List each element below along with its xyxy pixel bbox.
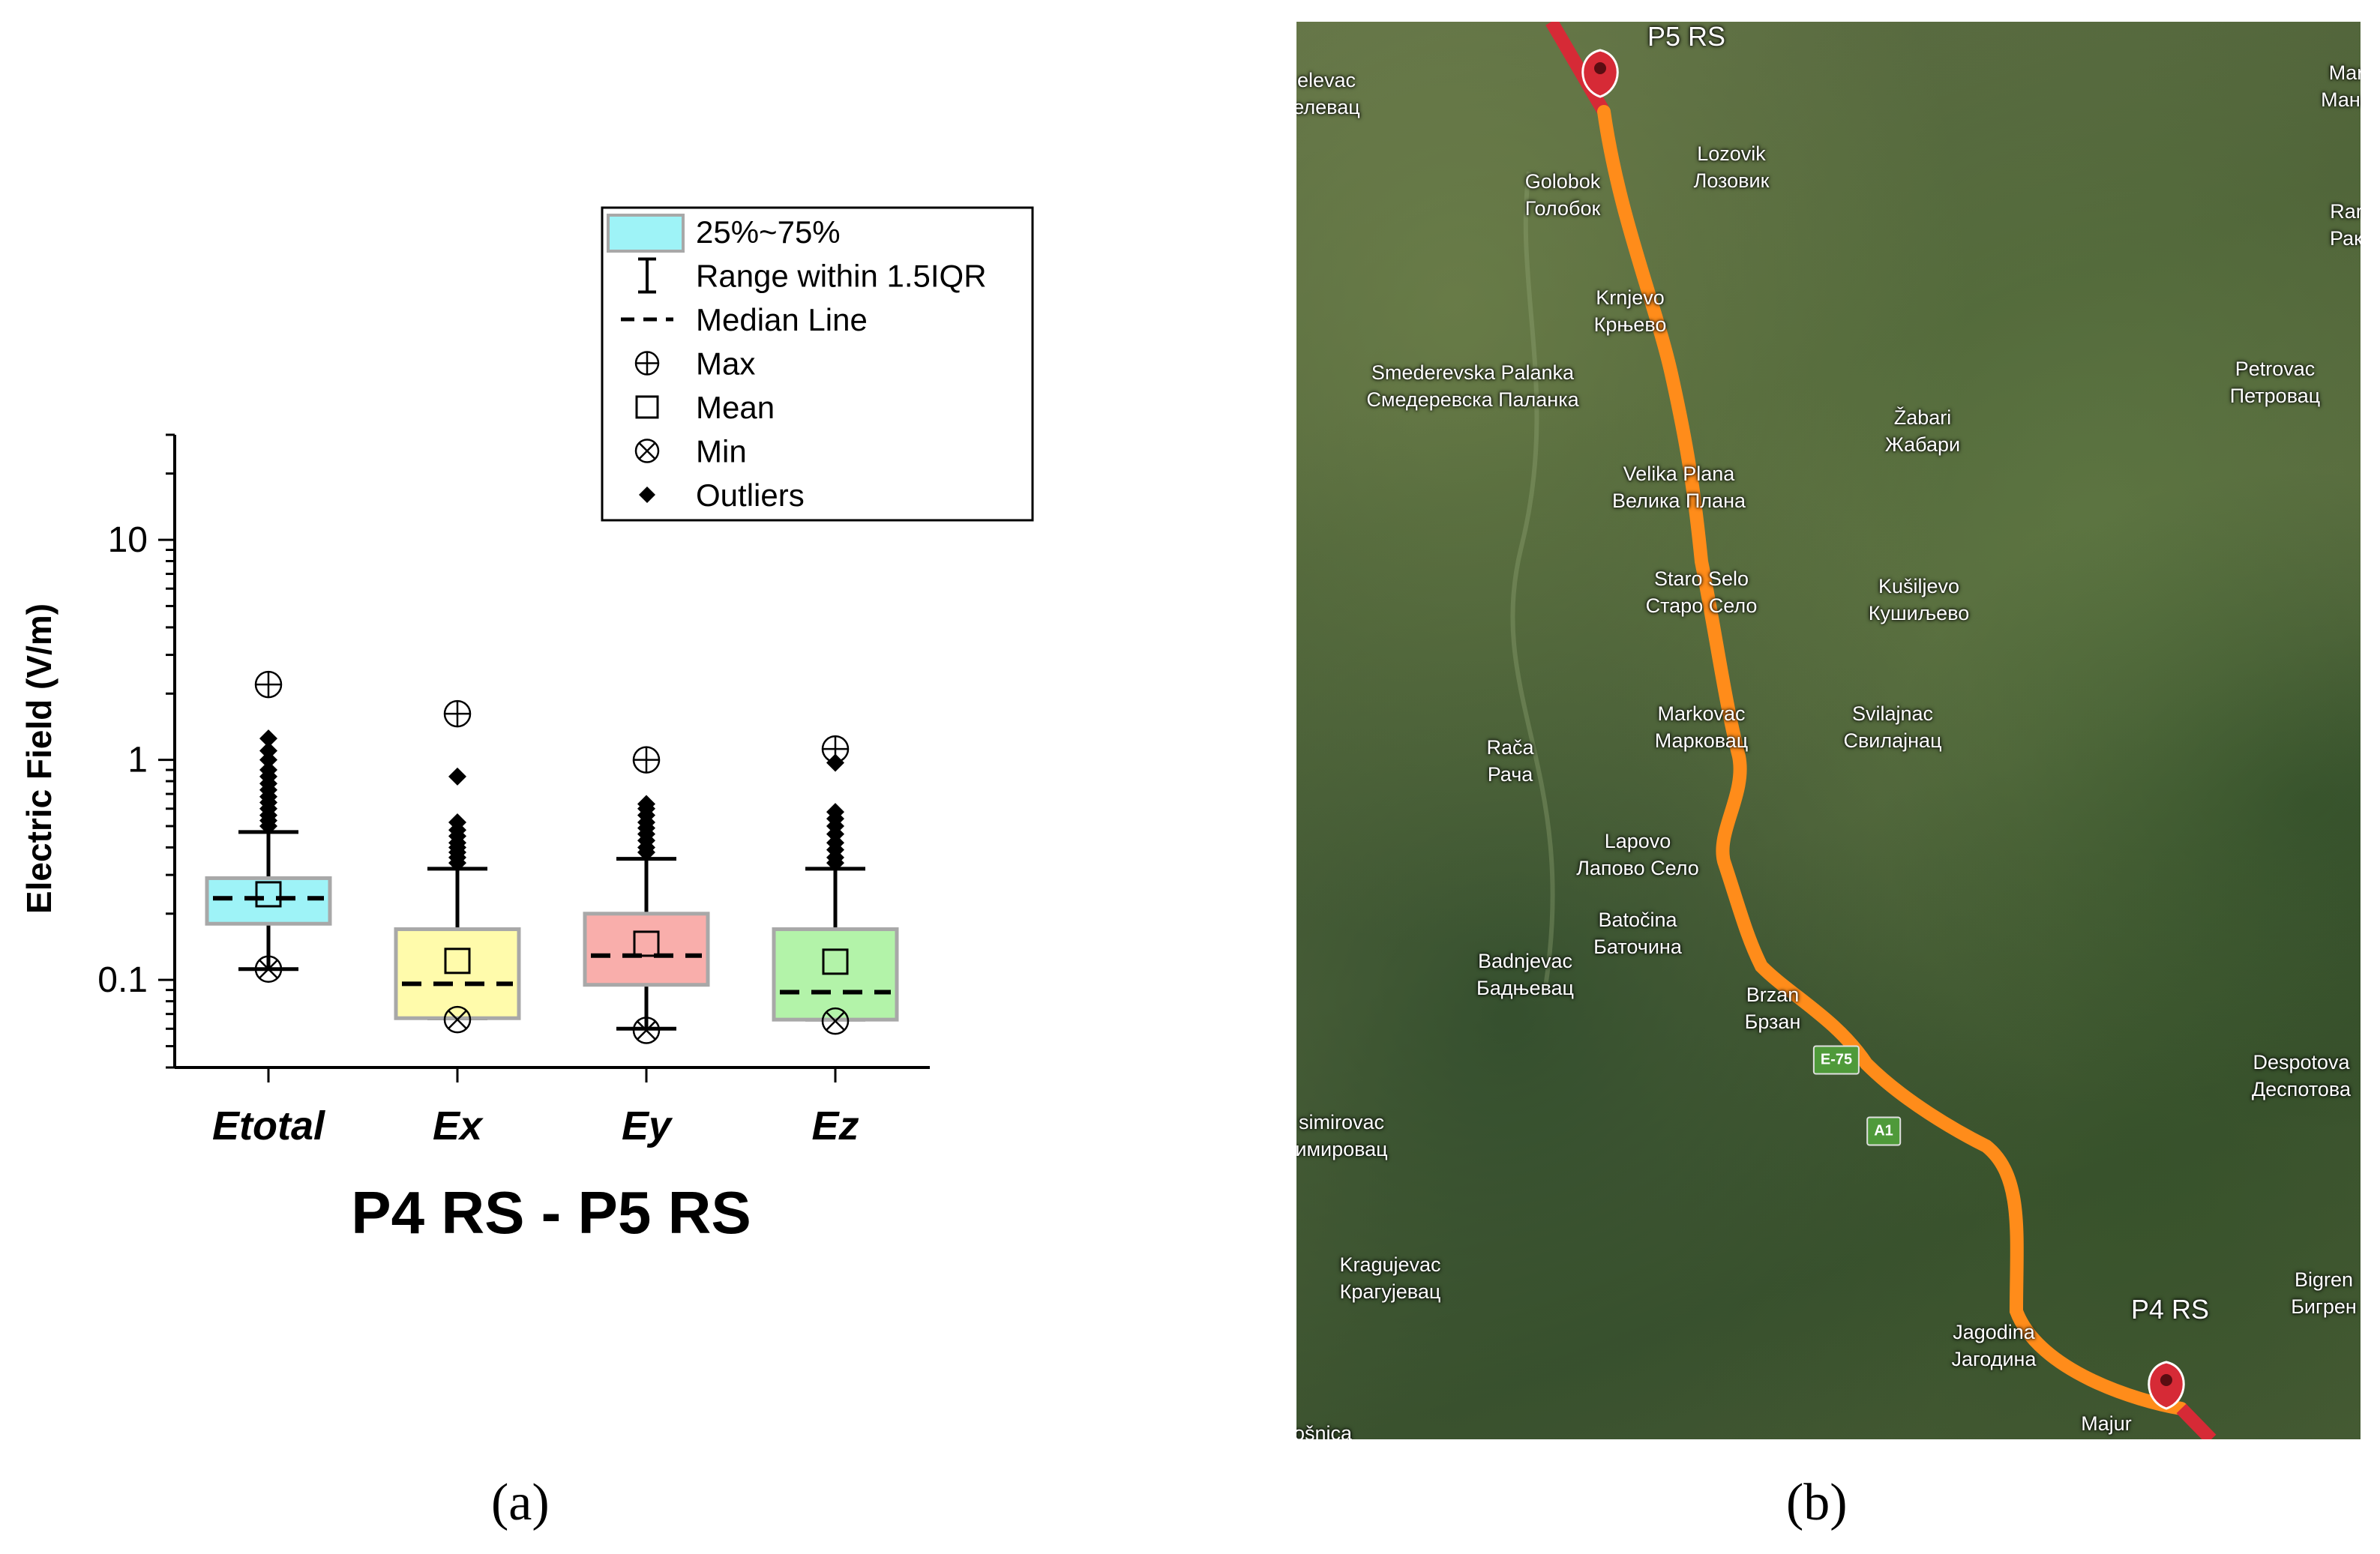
mean-marker bbox=[255, 881, 282, 908]
legend-label: Range within 1.5IQR bbox=[696, 259, 987, 294]
river-line bbox=[1510, 171, 1555, 997]
p4-label: P4 RS bbox=[2130, 1294, 2210, 1325]
p5-marker-icon bbox=[1581, 49, 1619, 98]
place-label: Majur bbox=[2081, 1412, 2132, 1435]
legend-box-swatch bbox=[607, 214, 685, 253]
y-tick-label: 0.1 bbox=[97, 960, 148, 1000]
mean-marker bbox=[822, 948, 849, 975]
map-overlay bbox=[1510, 22, 2217, 1439]
min-marker bbox=[443, 1005, 472, 1034]
y-tick-label: 1 bbox=[127, 741, 148, 780]
iqr-box bbox=[205, 876, 332, 926]
legend-min-icon bbox=[634, 439, 660, 463]
outlier-point bbox=[259, 729, 277, 748]
p5-label: P5 RS bbox=[1647, 22, 1726, 52]
box-ez bbox=[772, 867, 899, 1022]
x-tick-label: Ex bbox=[433, 1103, 484, 1148]
legend-label: Min bbox=[696, 434, 747, 469]
road-shield-a1: A1 bbox=[1866, 1116, 1901, 1146]
outlier-point bbox=[826, 753, 844, 772]
max-marker bbox=[254, 670, 283, 699]
legend-label: 25%~75% bbox=[696, 214, 841, 250]
legend-outlier-icon bbox=[639, 487, 655, 503]
min-marker bbox=[821, 1007, 850, 1035]
outlier-point bbox=[259, 761, 277, 780]
max-marker bbox=[443, 699, 472, 728]
mean-marker bbox=[633, 930, 660, 957]
outlier-point bbox=[448, 767, 466, 786]
place-label: ošnica bbox=[1296, 1422, 1353, 1439]
p4-marker-icon bbox=[2148, 1361, 2185, 1410]
route-line bbox=[1597, 105, 2188, 1415]
iqr-box bbox=[772, 927, 899, 1022]
place-label: MarМана bbox=[2321, 61, 2361, 111]
outlier-point bbox=[826, 803, 844, 822]
route-red-top bbox=[1545, 22, 1610, 115]
legend: 25%~75% Range within 1.5IQR Median LineMax… bbox=[601, 206, 1034, 522]
iqr-box bbox=[583, 912, 710, 987]
min-marker bbox=[632, 1017, 661, 1044]
y-axis-label: Electric Field (V/m) bbox=[19, 603, 58, 914]
legend-max-icon bbox=[634, 351, 660, 376]
max-marker bbox=[821, 735, 850, 763]
y-tick-label: 10 bbox=[108, 520, 148, 560]
box-ex bbox=[394, 867, 521, 1020]
caption-b: (b) bbox=[1786, 1474, 1848, 1532]
legend-label: Median Line bbox=[696, 302, 868, 337]
outlier-point bbox=[259, 750, 277, 769]
box-etotal bbox=[205, 830, 332, 972]
x-tick-label: Ey bbox=[622, 1103, 673, 1148]
legend-mean-icon bbox=[635, 395, 659, 419]
outlier-point bbox=[637, 795, 655, 813]
legend-label: Mean bbox=[696, 390, 775, 425]
outlier-point bbox=[448, 813, 466, 831]
x-tick-label: Etotal bbox=[212, 1103, 325, 1148]
box-ey bbox=[583, 857, 710, 1031]
x-axis-label: P4 RS - P5 RS bbox=[351, 1179, 751, 1246]
legend-label: Outliers bbox=[696, 478, 805, 513]
x-tick-label: Ez bbox=[811, 1103, 859, 1148]
route-red-bottom bbox=[2176, 1403, 2217, 1439]
caption-a: (a) bbox=[491, 1474, 550, 1532]
road-shield-e75: E-75 bbox=[1812, 1045, 1860, 1075]
min-marker bbox=[254, 955, 283, 983]
legend-label: Max bbox=[696, 346, 755, 382]
outlier-point bbox=[259, 741, 277, 760]
mean-marker bbox=[444, 948, 471, 975]
legend-frame bbox=[601, 206, 1034, 522]
max-marker bbox=[632, 746, 661, 774]
